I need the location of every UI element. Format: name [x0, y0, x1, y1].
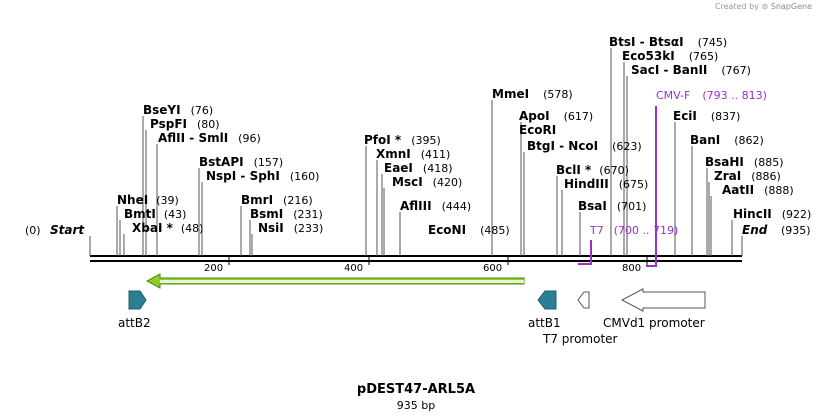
- attb1-arrow-icon: [537, 290, 557, 310]
- site-label-btsi[interactable]: BtsI - BtsαI(745): [609, 35, 727, 49]
- site-label-bcli[interactable]: BclI *(670): [556, 163, 629, 177]
- feature-label: attB2: [118, 316, 151, 330]
- site-label-nhei[interactable]: NheI(39): [117, 193, 179, 207]
- site-label-aflii-smli[interactable]: AflII - SmlI(96): [158, 131, 261, 145]
- site-label-pspfi[interactable]: PspFI(80): [150, 117, 220, 131]
- site-label-eco53ki[interactable]: Eco53kI(765): [622, 49, 718, 63]
- site-label-aatii[interactable]: AatII(888): [722, 183, 794, 197]
- snapgene-credit: Created by ⊚ SnapGene: [715, 2, 812, 11]
- site-label-xmni[interactable]: XmnI(411): [376, 147, 450, 161]
- feature-label: T7 promoter: [542, 332, 618, 346]
- attb2-arrow-icon: [128, 290, 147, 310]
- tick-label: 600: [483, 263, 502, 274]
- site-label-nsii[interactable]: NsiI(233): [258, 221, 323, 235]
- feature-t7-promoter[interactable]: T7 promoter: [542, 291, 618, 346]
- site-ticks: [116, 48, 733, 256]
- primer-label: T7(700 .. 719): [589, 224, 678, 237]
- site-label-nspi-sphi[interactable]: NspI - SphI(160): [206, 169, 319, 183]
- plasmid-title: pDEST47-ARL5A: [357, 382, 475, 397]
- site-label-bani[interactable]: BanI(862): [690, 133, 764, 147]
- site-label-xbai[interactable]: XbaI *(48): [132, 221, 203, 235]
- site-label-bmti[interactable]: BmtI(43): [124, 207, 186, 221]
- feature-cmvd1-promoter[interactable]: CMVd1 promoter: [603, 288, 706, 330]
- feature-attb1[interactable]: attB1: [528, 290, 561, 330]
- site-label-bstapi[interactable]: BstAPI(157): [199, 155, 283, 169]
- site-label-afliii[interactable]: AflIII(444): [400, 199, 471, 213]
- site-label-mmei[interactable]: MmeI(578): [492, 87, 573, 101]
- feature-label: CMVd1 promoter: [603, 316, 705, 330]
- orf-arrow[interactable]: [145, 273, 525, 289]
- start-label: Start: [50, 223, 85, 237]
- site-label-bmri[interactable]: BmrI(216): [241, 193, 313, 207]
- site-label-ecii[interactable]: EciI(837): [673, 109, 740, 123]
- start-position: (0): [25, 224, 41, 237]
- primer-t7[interactable]: T7(700 .. 719): [578, 224, 678, 265]
- axis-ticks: [228, 257, 648, 265]
- site-label-zrai[interactable]: ZraI(886): [714, 169, 781, 183]
- site-label-bsmi[interactable]: BsmI(231): [250, 207, 323, 221]
- dna-backbone: [90, 255, 742, 262]
- restriction-sites: NheI(39) BmtI(43) XbaI *(48) BseYI(76) P…: [117, 35, 811, 237]
- tick-label: 200: [204, 263, 223, 274]
- cmv-arrow-icon: [620, 288, 706, 312]
- site-label-msci[interactable]: MscI(420): [392, 175, 462, 189]
- credit-prefix: Created by: [714, 2, 759, 11]
- snapgene-logo-icon: ⊚: [761, 2, 769, 11]
- site-label-pfoi[interactable]: PfoI *(395): [364, 133, 441, 147]
- credit-brand: SnapGene: [770, 2, 812, 11]
- site-label-hindiii[interactable]: HindIII(675): [564, 177, 648, 191]
- site-label-eaei[interactable]: EaeI(418): [384, 161, 453, 175]
- site-label-apoi[interactable]: ApoI(617): [519, 109, 593, 123]
- end-label: End: [742, 223, 768, 237]
- site-label-bsahi[interactable]: BsaHI(885): [705, 155, 784, 169]
- site-label-hincii[interactable]: HincII(922): [733, 207, 811, 221]
- site-label-saci-banii[interactable]: SacI - BanII(767): [631, 63, 751, 77]
- site-label-ecori[interactable]: EcoRI: [519, 123, 556, 137]
- tick-label: 800: [622, 263, 641, 274]
- site-label-bsai[interactable]: BsaI(701): [578, 199, 646, 213]
- plasmid-length: 935 bp: [397, 399, 435, 412]
- t7-arrow-icon: [577, 291, 590, 309]
- feature-label: attB1: [528, 316, 561, 330]
- primer-cmv-f[interactable]: CMV-F(793 .. 813): [646, 89, 767, 267]
- end-position: (935): [781, 224, 811, 237]
- tick-label: 400: [344, 263, 363, 274]
- site-label-btgi-ncoi[interactable]: BtgI - NcoI(623): [527, 139, 642, 153]
- feature-attb2[interactable]: attB2: [118, 290, 151, 330]
- primer-label: CMV-F(793 .. 813): [656, 89, 767, 102]
- site-label-econi[interactable]: EcoNI(485): [428, 223, 510, 237]
- site-label-bseyi[interactable]: BseYI(76): [143, 103, 213, 117]
